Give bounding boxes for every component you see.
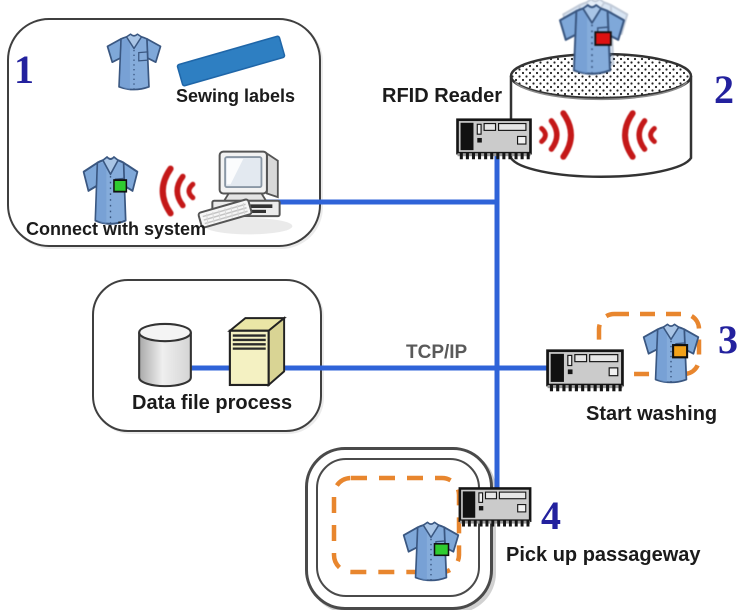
label-strip-shape [176, 35, 286, 87]
rfid-tag-icon-pickup [433, 543, 450, 557]
database-icon [138, 322, 192, 388]
connect-with-system-caption: Connect with system [26, 219, 207, 239]
rfid-zone-stage4 [331, 475, 462, 575]
rfid-zone-stage3 [596, 311, 702, 377]
shirt-in-drum-icon [558, 0, 629, 75]
radio-waves-icon-drum-left [534, 106, 584, 164]
rfid-reader-caption: RFID Reader [382, 85, 503, 107]
shirt-icon-connect [82, 155, 139, 225]
tcpip-label: TCP/IP [406, 342, 468, 363]
rfid-tag-icon-start-washing [672, 344, 689, 359]
rfid-zone-stage4-border [331, 475, 462, 575]
stage1-number: 1 [14, 47, 34, 92]
server-icon [228, 316, 286, 387]
shirt-icon-pickup [402, 521, 460, 582]
pick-up-passageway-caption: Pick up passageway [506, 544, 701, 566]
radio-waves-icon-drum-right [612, 106, 662, 164]
data-file-process-caption: Data file process [132, 392, 293, 414]
rfid-reader-icon-stage4 [458, 487, 532, 528]
rfid-zone-stage3-border [596, 311, 702, 377]
rfid-tag-icon-drum [594, 31, 612, 46]
sewing-labels-caption: Sewing labels [176, 86, 296, 106]
stage3-number: 3 [718, 317, 738, 362]
label-strip-icon [176, 35, 286, 87]
shirt-icon-sewing [106, 33, 162, 91]
washing-drum-icon [509, 52, 693, 178]
shirt-icon-start-washing [642, 323, 700, 384]
start-washing-caption: Start washing [586, 403, 718, 425]
rfid-tag-icon-connect [113, 179, 128, 193]
rfid-reader-icon-stage2 [456, 118, 532, 161]
computer-icon [197, 150, 294, 236]
stage4-number: 4 [541, 493, 561, 538]
radio-waves-icon-stage1 [148, 162, 202, 220]
rfid-reader-icon-stage3 [546, 349, 624, 393]
stage2-number: 2 [714, 67, 734, 112]
